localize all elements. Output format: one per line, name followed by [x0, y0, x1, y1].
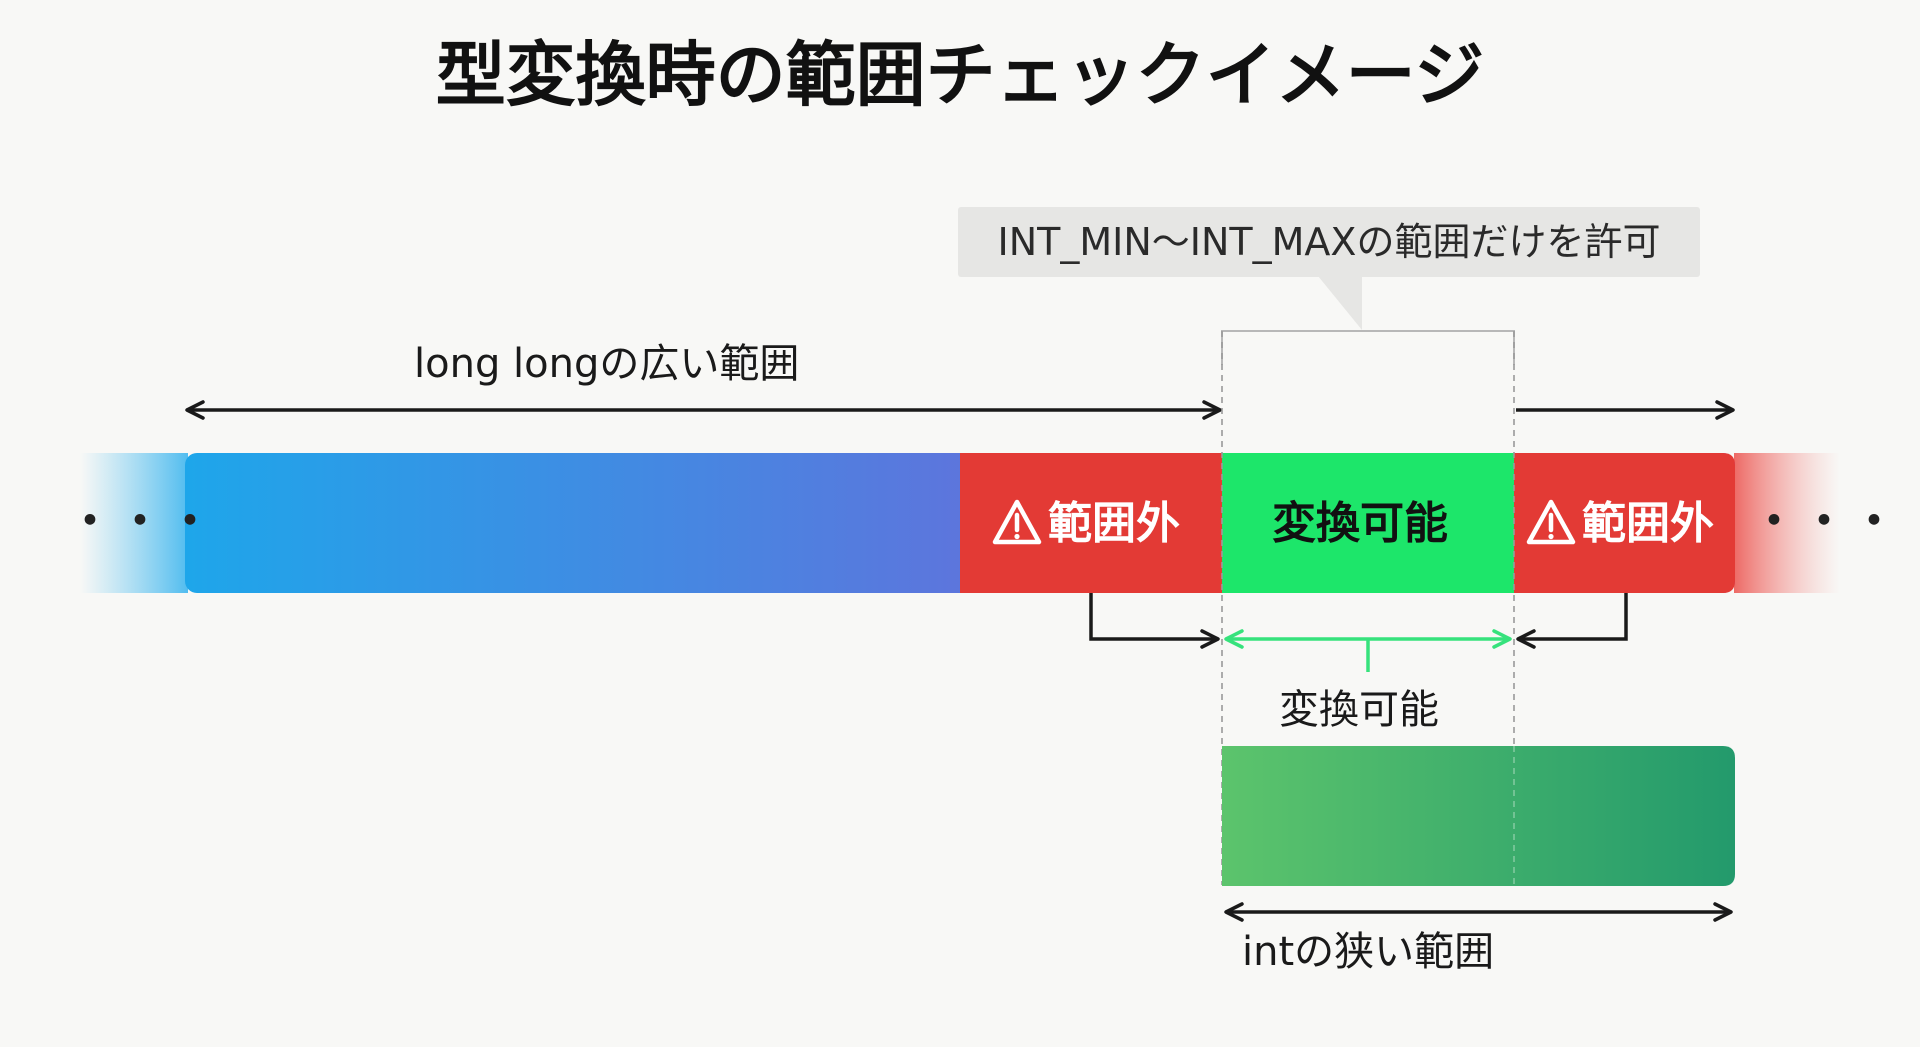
convertible-range-label: 変換可能	[1279, 687, 1439, 733]
out-of-range-right-label: 範囲外	[1582, 498, 1714, 549]
long-bar-fade-left	[80, 453, 188, 593]
page-title: 型変換時の範囲チェックイメージ	[435, 34, 1485, 116]
clamp-arrow-right	[1516, 593, 1628, 649]
warning-triangle-icon	[1526, 499, 1576, 545]
int-label: intの狭い範囲	[1242, 929, 1495, 975]
clamp-arrow-left	[1089, 593, 1220, 649]
ellipsis-right: ・・・	[1752, 496, 1902, 547]
convertible-label: 変換可能	[1272, 498, 1448, 549]
out-of-range-left-label: 範囲外	[1048, 498, 1180, 549]
long-long-label: long longの広い範囲	[414, 341, 800, 387]
callout-bracket	[1221, 330, 1515, 365]
warning-triangle-icon	[992, 499, 1042, 545]
long-bar-fade-right	[1734, 453, 1840, 593]
convertible-segment	[1222, 453, 1514, 593]
range-callout: INT_MIN〜INT_MAXの範囲だけを許可	[958, 207, 1700, 277]
callout-pointer	[1318, 276, 1362, 330]
int-bar	[1222, 746, 1735, 886]
out-of-range-right-segment	[1514, 453, 1735, 593]
ellipsis-left: ・・・	[68, 496, 218, 547]
